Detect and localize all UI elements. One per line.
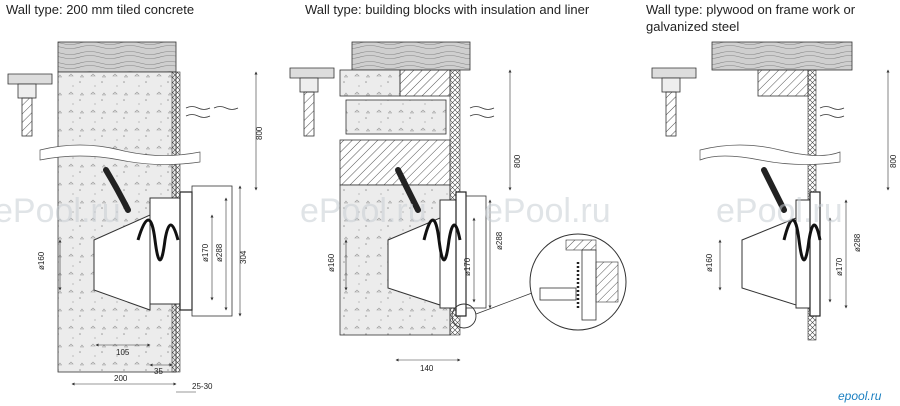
p1-h304-label: 304 xyxy=(239,250,248,264)
p2-d170-label: ø170 xyxy=(463,257,472,276)
watermark-4: ePool.ru xyxy=(716,192,843,230)
panel-1-title: Wall type: 200 mm tiled concrete xyxy=(6,2,195,17)
p2-h800-label: 800 xyxy=(513,154,522,168)
p2-d160-label: ø160 xyxy=(327,253,336,272)
p1-d170-label: ø170 xyxy=(201,243,210,262)
p1-d160-label: ø160 xyxy=(37,251,46,270)
panel-1-drawing xyxy=(7,41,258,393)
p1-w2530-label: 25-30 xyxy=(192,382,213,391)
p3-d160-label: ø160 xyxy=(705,253,714,272)
panel-3-title: Wall type: plywood on frame work or galv… xyxy=(646,2,856,34)
p3-d288-label: ø288 xyxy=(853,233,862,252)
watermark-3: ePool.ru xyxy=(484,192,611,230)
p1-h800-label: 800 xyxy=(255,126,264,140)
panel-3-drawing xyxy=(651,41,890,341)
logo: epool.ru xyxy=(838,389,882,403)
watermark-1: ePool.ru xyxy=(0,192,121,230)
p3-d170-label: ø170 xyxy=(835,257,844,276)
p1-w35-label: 35 xyxy=(154,367,163,376)
p1-w200-label: 200 xyxy=(114,374,128,383)
panel-2-drawing xyxy=(289,41,627,362)
p2-w140-label: 140 xyxy=(420,364,434,373)
p1-w105-label: 105 xyxy=(116,348,130,357)
p3-h800-label: 800 xyxy=(889,154,898,168)
watermark-2: ePool.ru xyxy=(300,192,427,230)
panel-2-title: Wall type: building blocks with insulati… xyxy=(305,2,590,17)
p1-d288-label: ø288 xyxy=(215,243,224,262)
p2-d288-label: ø288 xyxy=(495,231,504,250)
